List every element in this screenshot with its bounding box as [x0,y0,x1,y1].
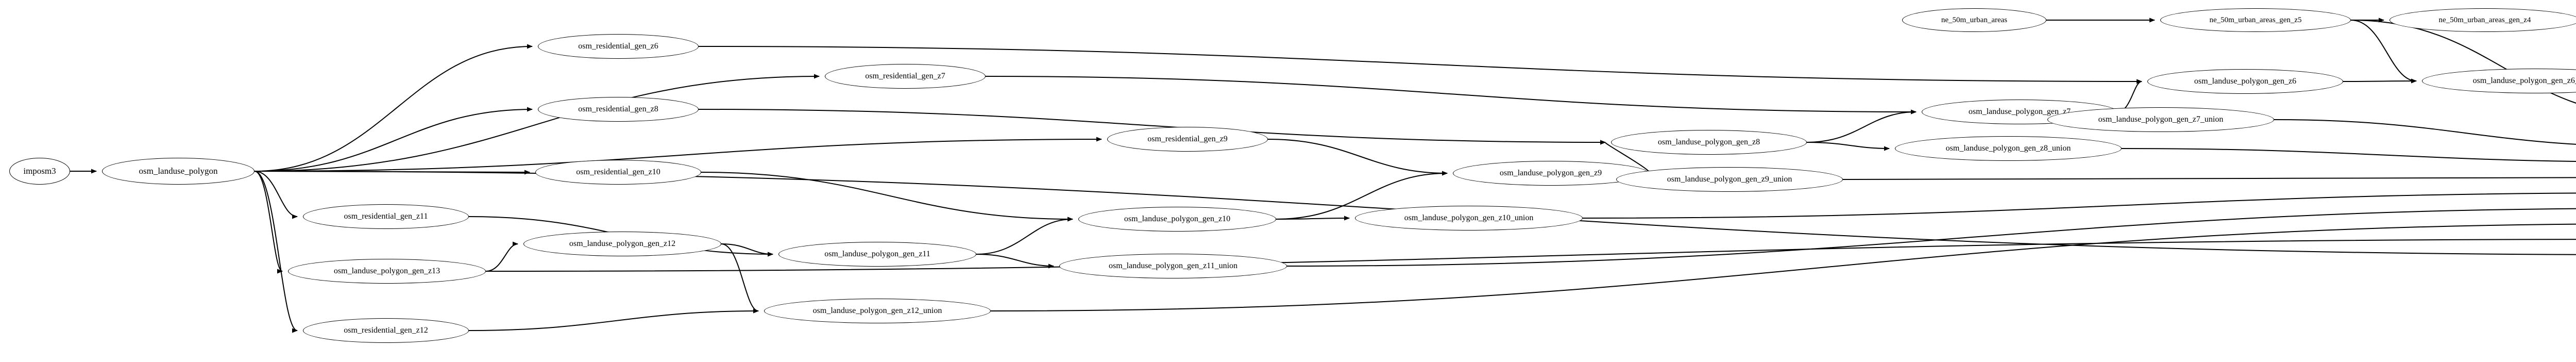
edge-osm-landuse-polygon--to--osm-residential-gen-z9 [254,137,1102,172]
node-label: osm_residential_gen_z12 [344,326,428,335]
node-label: osm_landuse_polygon [139,166,218,176]
edge-osm-landuse-polygon--to--osm-landuse-polygon-gen-z13 [254,171,283,274]
node-osm-landuse-polygon-gen-z6[interactable]: osm_landuse_polygon_gen_z6 [2147,69,2343,94]
node-label: osm_landuse_polygon_gen_z6 [2194,77,2297,86]
edge-osm-landuse-polygon-gen-z11--to--osm-landuse-polygon-gen-z10 [976,217,1073,255]
node-label: ne_50m_urban_areas [1941,15,2008,24]
node-osm-landuse-polygon-gen-z10[interactable]: osm_landuse_polygon_gen_z10 [1078,207,1276,232]
edge-paths [70,18,2576,333]
edge-osm-landuse-polygon-gen-z12--to--osm-landuse-polygon-gen-z11 [721,243,773,257]
edge-osm-landuse-polygon-gen-z10-union--to--layer-landuse-z10 [1582,192,2576,219]
edge-osm-landuse-polygon-gen-z7-union--to--layer-landuse-z7 [2274,119,2576,145]
node-ne-50m-urban-areas-gen-z4[interactable]: ne_50m_urban_areas_gen_z4 [2389,8,2576,32]
node-osm-landuse-polygon-gen-z9-union[interactable]: osm_landuse_polygon_gen_z9_union [1616,167,1843,192]
node-label: osm_residential_gen_z11 [344,212,428,221]
edge-ne-50m-urban-areas-gen-z5--to--layer-landuse-z5 [2350,20,2576,104]
node-osm-residential-gen-z9[interactable]: osm_residential_gen_z9 [1107,127,1268,152]
node-osm-landuse-polygon-gen-z11-union[interactable]: osm_landuse_polygon_gen_z11_union [1059,254,1287,278]
edge-osm-landuse-polygon-gen-z11--to--osm-landuse-polygon-gen-z11-union [976,254,1054,269]
node-label: ne_50m_urban_areas_gen_z5 [2209,15,2302,24]
edge-osm-landuse-polygon--to--osm-residential-gen-z7 [254,74,820,172]
node-ne-50m-urban-areas-gen-z5[interactable]: ne_50m_urban_areas_gen_z5 [2160,8,2351,32]
edge-osm-landuse-polygon--to--osm-residential-gen-z12 [254,171,298,333]
node-label: osm_landuse_polygon_gen_z11_union [1108,261,1238,270]
edge-osm-residential-gen-z9--to--osm-landuse-polygon-gen-z9 [1267,139,1448,176]
edge-osm-landuse-polygon-gen-z8--to--osm-landuse-polygon-gen-z8-union [1806,142,1890,151]
node-osm-landuse-polygon-gen-z12-union[interactable]: osm_landuse_polygon_gen_z12_union [764,299,991,323]
edge-osm-residential-gen-z6--to--osm-landuse-polygon-gen-z6 [698,46,2142,84]
edge-osm-residential-gen-z12--to--osm-landuse-polygon-gen-z12-union [468,308,759,331]
edge-osm-residential-gen-z7--to--osm-landuse-polygon-gen-z7 [985,76,1917,114]
node-osm-residential-gen-z10[interactable]: osm_residential_gen_z10 [535,160,701,185]
node-label: osm_landuse_polygon_gen_z10 [1124,215,1231,223]
node-osm-landuse-polygon[interactable]: osm_landuse_polygon [102,158,255,185]
edge-osm-landuse-polygon-gen-z13--to--osm-landuse-polygon-gen-z12 [485,241,518,272]
node-label: osm_residential_gen_z6 [578,42,658,51]
edge-osm-landuse-polygon-gen-z12-union--to--layer-landuse-z12 [990,223,2576,311]
node-osm-residential-gen-z11[interactable]: osm_residential_gen_z11 [303,204,469,229]
node-label: osm_landuse_polygon_gen_z9_union [1667,175,1792,184]
node-osm-landuse-polygon-gen-z11[interactable]: osm_landuse_polygon_gen_z11 [778,242,976,267]
edge-osm-landuse-polygon-gen-z12--to--osm-landuse-polygon-gen-z12-union [721,243,759,314]
edge-ne-50m-urban-areas-gen-z5--to--osm-landuse-polygon-gen-z6-union [2350,20,2417,84]
node-label: osm_landuse_polygon_gen_z9 [1499,169,1602,177]
node-osm-landuse-polygon-gen-z10-union[interactable]: osm_landuse_polygon_gen_z10_union [1355,206,1583,231]
node-ne-50m-urban-areas[interactable]: ne_50m_urban_areas [1902,8,2046,32]
edge-osm-residential-gen-z8--to--osm-landuse-polygon-gen-z8 [698,109,1606,145]
node-osm-landuse-polygon-gen-z8-union[interactable]: osm_landuse_polygon_gen_z8_union [1895,136,2122,161]
edge-osm-residential-gen-z10--to--osm-landuse-polygon-gen-z10 [701,172,1073,222]
edge-osm-landuse-polygon-gen-z8-union--to--layer-landuse-z8 [2121,148,2576,162]
node-label: osm_landuse_polygon_gen_z13 [333,267,440,275]
node-label: ne_50m_urban_areas_gen_z4 [2438,15,2531,24]
node-label: osm_residential_gen_z8 [578,105,658,113]
edge-osm-landuse-polygon--to--osm-residential-gen-z6 [254,44,533,172]
node-osm-landuse-polygon-gen-z8[interactable]: osm_landuse_polygon_gen_z8 [1611,130,1807,155]
edge-osm-landuse-polygon-gen-z9-union--to--layer-landuse-z9 [1842,177,2576,180]
node-label: imposm3 [23,166,56,176]
edge-osm-landuse-polygon-gen-z13--to--layer-landuse-z13 [485,239,2576,272]
node-osm-residential-gen-z7[interactable]: osm_residential_gen_z7 [825,64,986,89]
edge-osm-landuse-polygon-gen-z8--to--osm-landuse-polygon-gen-z7 [1806,109,1917,143]
node-label: osm_residential_gen_z7 [865,72,945,80]
node-osm-residential-gen-z12[interactable]: osm_residential_gen_z12 [303,318,469,343]
node-imposm3[interactable]: imposm3 [9,158,70,185]
node-osm-landuse-polygon-gen-z12[interactable]: osm_landuse_polygon_gen_z12 [523,232,721,256]
node-osm-landuse-polygon-gen-z13[interactable]: osm_landuse_polygon_gen_z13 [288,259,486,284]
node-label: osm_landuse_polygon_gen_z7_union [2098,115,2224,124]
node-label: osm_landuse_polygon_gen_z12 [569,239,676,248]
node-label: osm_residential_gen_z9 [1147,135,1228,143]
edge-osm-landuse-polygon-gen-z10--to--osm-landuse-polygon-gen-z9 [1276,171,1448,220]
node-label: osm_landuse_polygon_gen_z10_union [1404,213,1534,222]
node-label: osm_residential_gen_z10 [576,168,660,176]
edge-osm-landuse-polygon-gen-z11-union--to--layer-landuse-z11 [1286,208,2576,267]
node-label: osm_landuse_polygon_gen_z8 [1657,138,1760,146]
node-osm-landuse-polygon-gen-z7-union[interactable]: osm_landuse_polygon_gen_z7_union [2047,107,2274,132]
edge-osm-landuse-polygon--to--osm-residential-gen-z11 [254,171,298,219]
node-osm-residential-gen-z6[interactable]: osm_residential_gen_z6 [538,34,699,59]
node-osm-residential-gen-z8[interactable]: osm_residential_gen_z8 [538,97,699,122]
node-label: osm_landuse_polygon_gen_z12_union [812,306,942,315]
edge-osm-landuse-polygon--to--osm-residential-gen-z8 [254,107,533,172]
node-label: osm_landuse_polygon_gen_z6_union [2472,76,2576,85]
node-label: osm_landuse_polygon_gen_z8_union [1945,144,2071,153]
node-label: osm_landuse_polygon_gen_z11 [824,250,930,258]
edge-osm-landuse-polygon-gen-z10--to--osm-landuse-polygon-gen-z10-union [1276,216,1350,221]
